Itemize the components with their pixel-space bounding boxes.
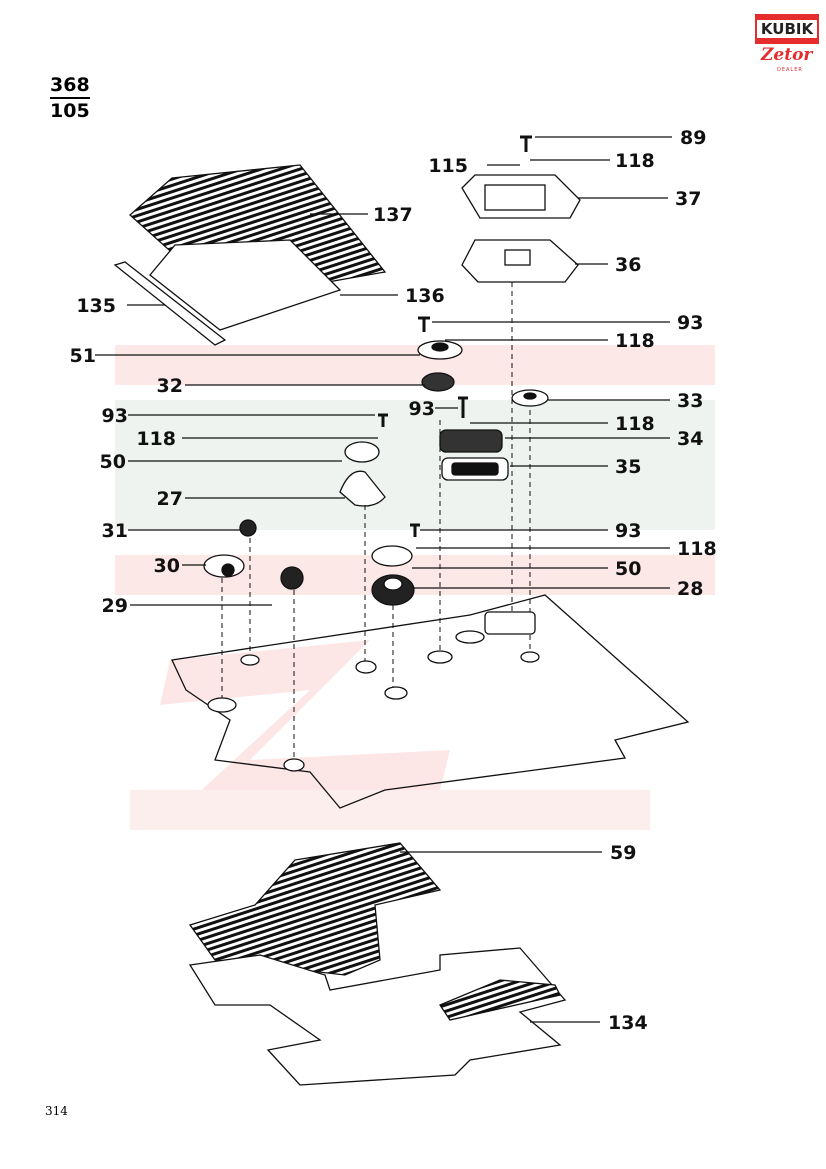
callout-93: 93: [615, 520, 641, 542]
part-134-mat: [188, 947, 567, 1086]
callout-136: 136: [405, 285, 445, 307]
part-50-upper: [344, 441, 380, 463]
callout-51: 51: [70, 345, 96, 367]
part-135-bracket: [113, 261, 227, 346]
logo-sub: Zetor: [761, 45, 813, 65]
logo-dealer: DEALER: [777, 67, 803, 73]
callout-34: 34: [677, 428, 703, 450]
callout-50: 50: [615, 558, 641, 580]
figure-numerator: 368: [50, 74, 90, 96]
callout-89: 89: [680, 127, 706, 149]
callout-37: 37: [675, 188, 701, 210]
part-34: [439, 429, 503, 453]
page-number: 314: [45, 1104, 68, 1118]
kubik-zetor-logo: KUBIK Zetor DEALER: [755, 14, 819, 74]
part-29: [280, 566, 304, 590]
callout-33: 33: [677, 390, 703, 412]
logo-brand: KUBIK: [757, 20, 817, 38]
callout-93: 93: [409, 398, 435, 420]
part-59-mat: [188, 842, 442, 976]
callout-36: 36: [615, 254, 641, 276]
watermark-graphic: [115, 345, 715, 830]
callout-93: 93: [677, 312, 703, 334]
callout-31: 31: [102, 520, 128, 542]
part-50-lower: [371, 545, 413, 567]
floor-plate: [171, 594, 690, 809]
callout-118: 118: [677, 538, 717, 560]
callout-118: 118: [136, 428, 176, 450]
callout-30: 30: [154, 555, 180, 577]
callout-93: 93: [102, 405, 128, 427]
callout-118: 118: [615, 413, 655, 435]
callout-135: 135: [76, 295, 116, 317]
callout-59: 59: [610, 842, 636, 864]
callout-137: 137: [373, 204, 413, 226]
callout-115: 115: [428, 155, 468, 177]
part-32: [421, 372, 455, 392]
part-136-sheet: [149, 239, 342, 331]
callout-27: 27: [157, 488, 183, 510]
callout-29: 29: [102, 595, 128, 617]
figure-denominator: 105: [50, 100, 90, 122]
part-31: [239, 519, 257, 537]
part-27: [339, 470, 386, 507]
callout-35: 35: [615, 456, 641, 478]
callout-118: 118: [615, 150, 655, 172]
figure-number: 368 105: [50, 74, 90, 122]
callout-32: 32: [157, 375, 183, 397]
callout-118: 118: [615, 330, 655, 352]
callout-28: 28: [677, 578, 703, 600]
callout-50: 50: [100, 451, 126, 473]
callout-134: 134: [608, 1012, 648, 1034]
